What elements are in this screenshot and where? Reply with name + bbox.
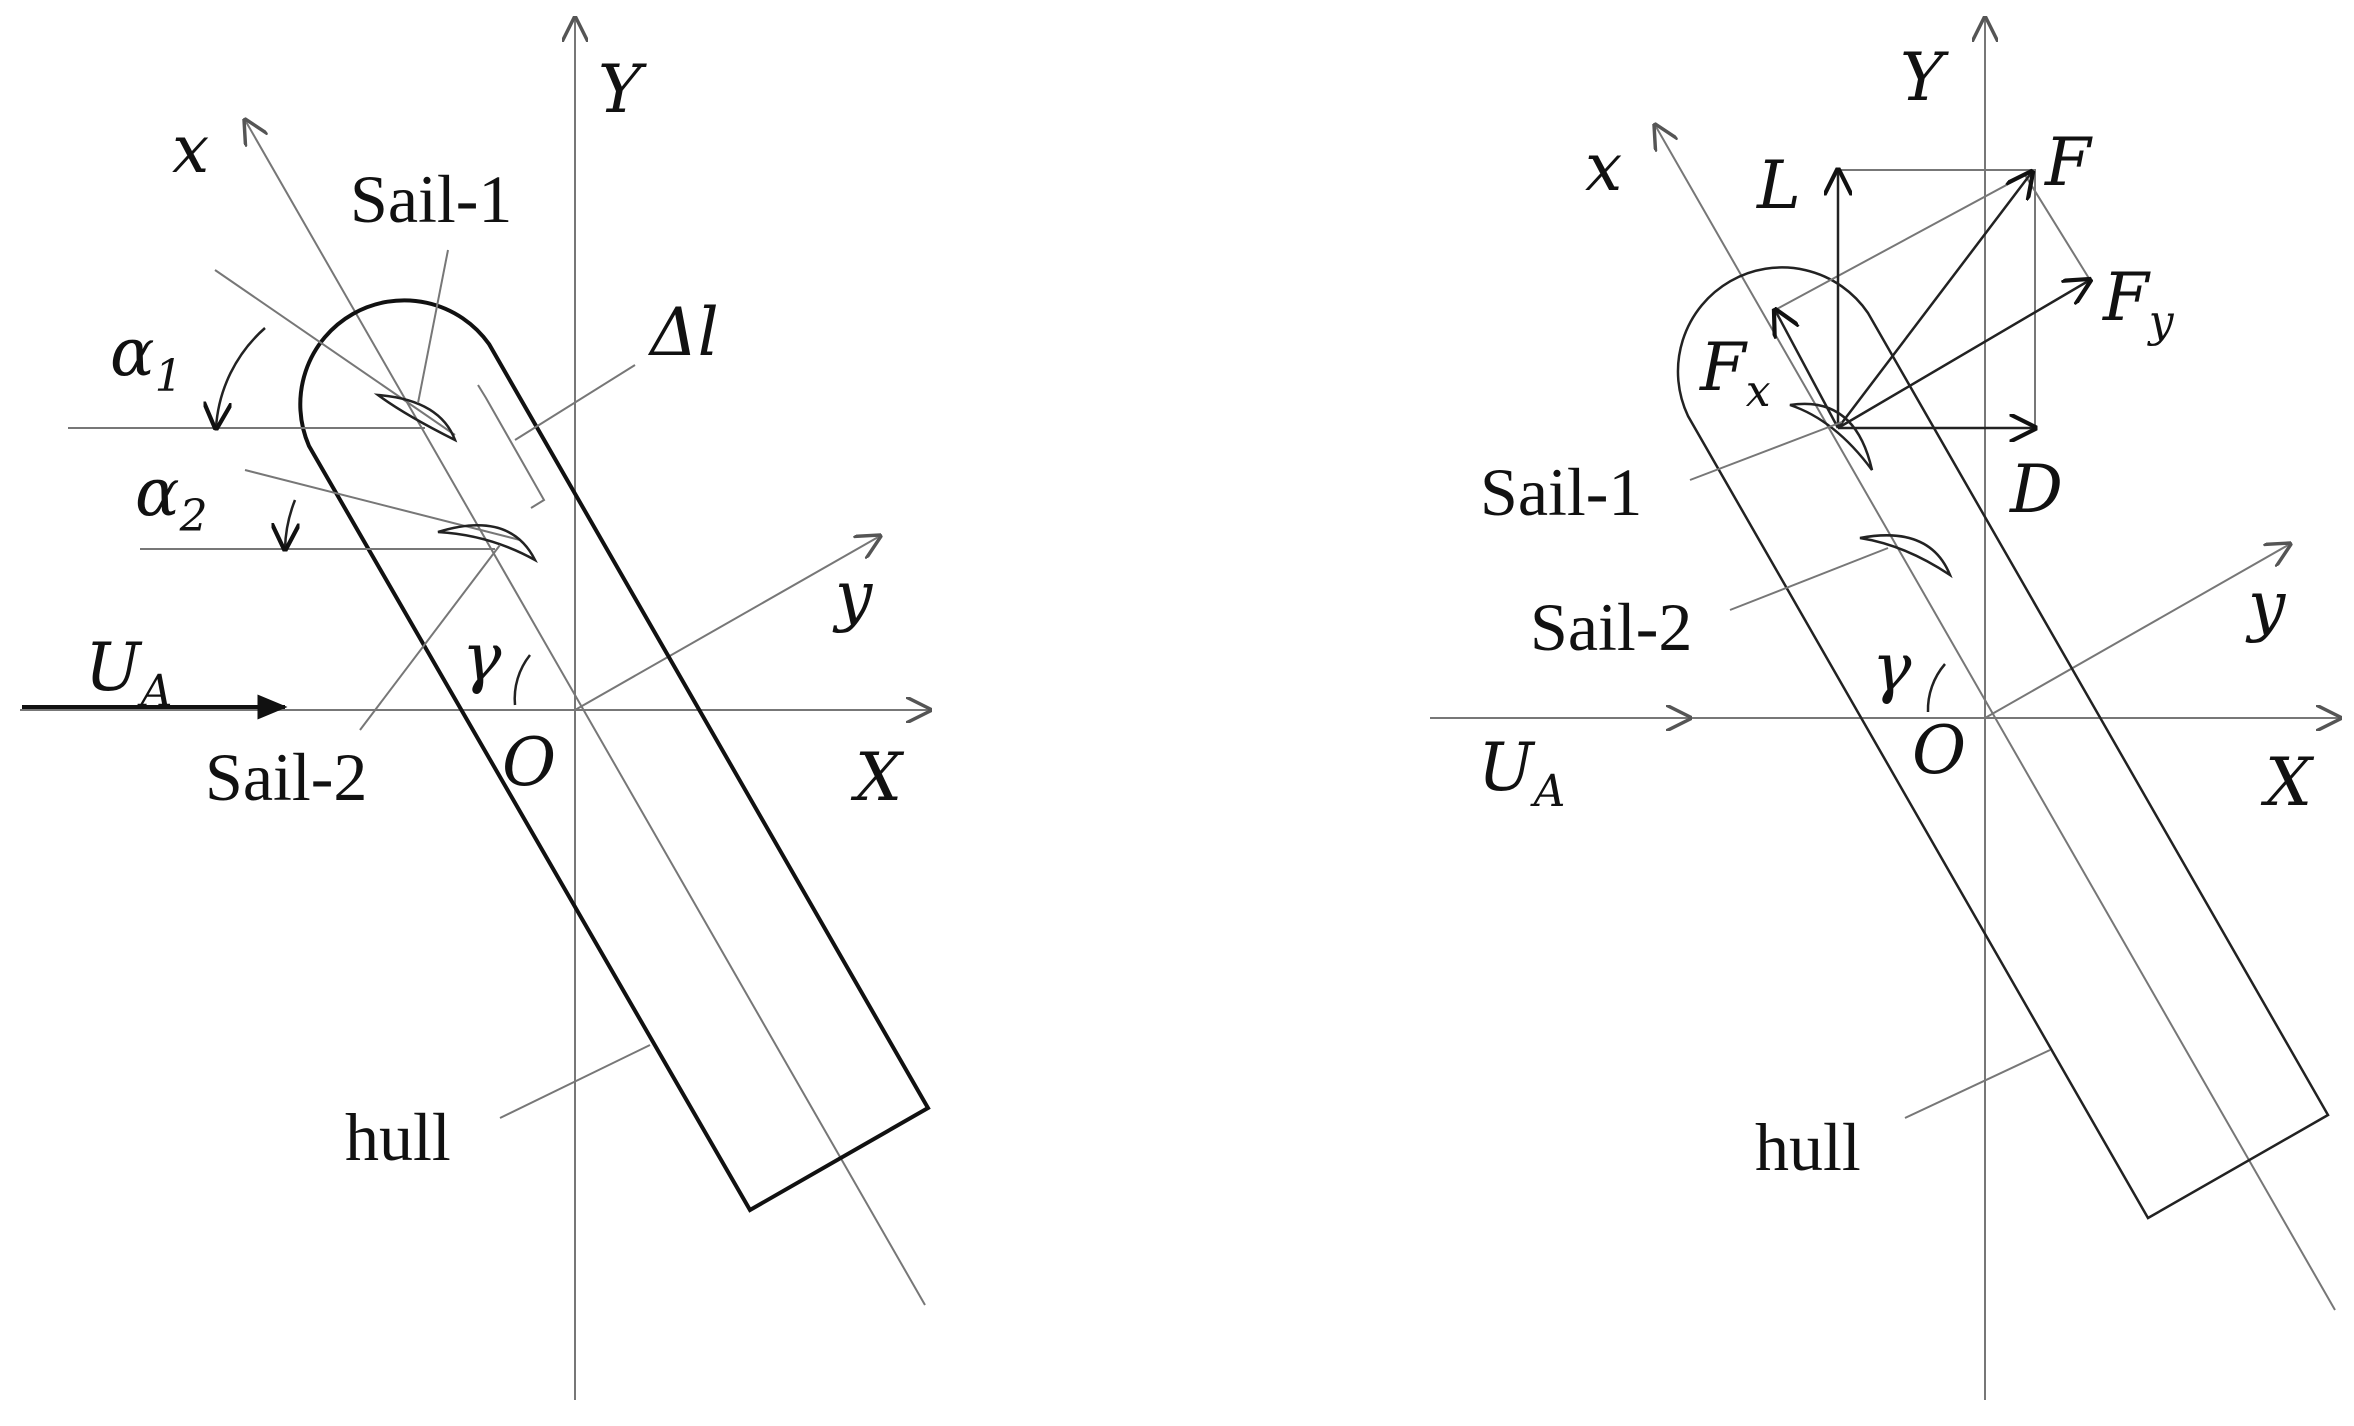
left-label-alpha2: α2 (135, 454, 208, 542)
right-label-Y: Y (1900, 39, 1949, 116)
left-x-body-axis (245, 120, 926, 1306)
right-label-L: L (1756, 147, 1801, 224)
right-FxFy-parallelogram-lines (1774, 173, 2091, 311)
right-label-gamma: γ (1872, 629, 1912, 706)
left-sail-2-shape (437, 524, 538, 564)
left-gamma-arc (513, 654, 531, 706)
right-force-vector-Fy (1837, 280, 2090, 430)
left-sail1-leader (417, 249, 449, 404)
right-label-Fx: Fx (1699, 329, 1771, 417)
right-force-vector-Fx (1775, 310, 1840, 429)
left-sail2-chord-line (244, 469, 521, 541)
left-label-gamma: γ (462, 619, 502, 696)
right-hull-outline (1676, 266, 2330, 1220)
right-label-sail-2: Sail-2 (1530, 589, 1692, 665)
left-alpha1-arc (216, 327, 266, 428)
left-label-alpha1-sym: α (110, 314, 155, 391)
right-label-U-sub: A (1530, 766, 1566, 817)
right-hull-leader (1904, 1049, 2051, 1119)
left-label-hull: hull (345, 1099, 451, 1175)
right-sail1-leader (1689, 421, 1843, 481)
left-sail2-leader (359, 544, 501, 731)
right-label-Fx-sub: x (1746, 366, 1771, 417)
right-label-x: x (1585, 129, 1622, 206)
left-label-X: X (850, 739, 905, 816)
left-label-alpha2-sym: α (135, 454, 180, 531)
right-sail-2-shape (1859, 534, 1953, 579)
left-y-body-axis (574, 536, 880, 711)
right-sail-1-shape (1789, 402, 1874, 471)
left-label-sail-2: Sail-2 (205, 739, 367, 815)
left-label-O: O (502, 724, 556, 801)
left-hull-outline (298, 298, 931, 1213)
left-label-U-A: UA (85, 629, 172, 717)
left-hull-leader (499, 1044, 651, 1119)
left-label-Y: Y (598, 51, 647, 128)
right-label-F: F (2044, 124, 2093, 201)
left-label-alpha1-sub: 1 (155, 351, 183, 402)
left-label-alpha1: α1 (110, 314, 183, 402)
left-label-y: y (832, 557, 873, 634)
right-panel: Y x y X O γ UA L F Fy Fx D Sail-1 Sail-2… (1430, 18, 2340, 1400)
left-sail1-chord-line (214, 269, 456, 436)
right-label-D: D (2009, 451, 2063, 528)
right-resultant-vector-F (1837, 172, 2032, 429)
right-label-X: X (2260, 744, 2315, 821)
left-alpha2-arc (285, 499, 295, 549)
right-label-Fy: Fy (2102, 259, 2175, 347)
right-gamma-arc (1926, 663, 1946, 713)
left-label-sail-1: Sail-1 (350, 161, 512, 237)
right-y-body-axis (1984, 544, 2290, 719)
left-delta-l-dimension (477, 384, 546, 509)
right-label-y: y (2245, 567, 2286, 644)
right-label-sail-1: Sail-1 (1480, 454, 1642, 530)
left-label-delta-l: Δl (647, 294, 719, 371)
right-label-U: U (1478, 729, 1536, 806)
right-label-U-A: UA (1478, 729, 1565, 817)
left-label-x: x (172, 111, 209, 188)
left-label-U-sub: A (137, 666, 173, 717)
right-x-body-axis (1655, 125, 2336, 1311)
right-label-Fy-sub: y (2147, 296, 2175, 347)
left-label-U: U (85, 629, 143, 706)
right-sail2-leader (1729, 547, 1889, 611)
right-label-Fx-sym: F (1699, 329, 1748, 406)
left-delta-l-leader (514, 364, 636, 441)
right-label-O: O (1912, 712, 1966, 789)
left-label-alpha2-sub: 2 (179, 491, 208, 542)
right-label-hull: hull (1755, 1109, 1861, 1185)
left-sail-1-shape (373, 393, 458, 443)
right-label-Fy-sym: F (2102, 259, 2151, 336)
left-panel: Y x y X O γ UA α1 α2 Δl Sail-1 Sail-2 hu… (20, 18, 930, 1400)
